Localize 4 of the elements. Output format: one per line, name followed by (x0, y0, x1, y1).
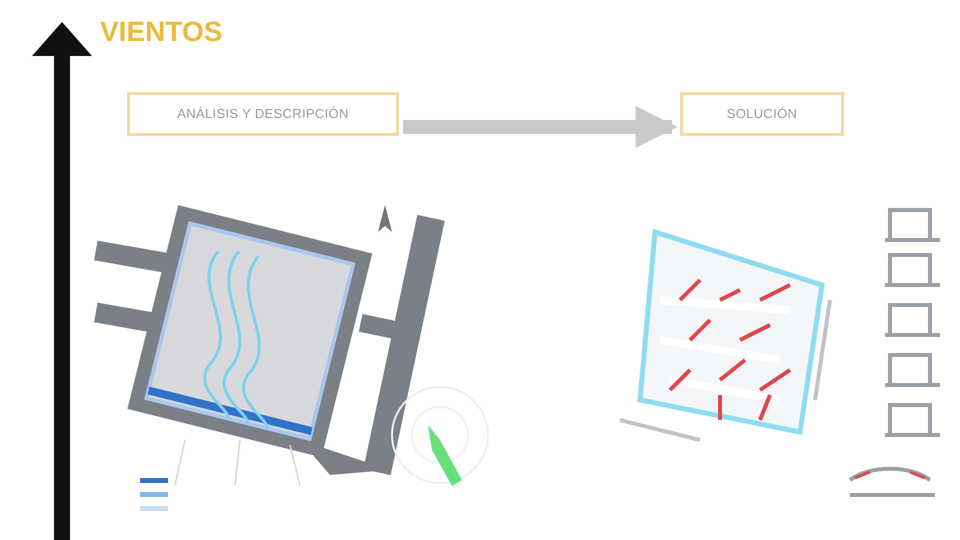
title-box: ANÁLISIS Y DESCRIPCIÓN (127, 92, 399, 136)
arrow (403, 106, 678, 148)
diagram-title: VIENTOS (100, 18, 222, 46)
title-box: SOLUCIÓN (680, 92, 844, 136)
